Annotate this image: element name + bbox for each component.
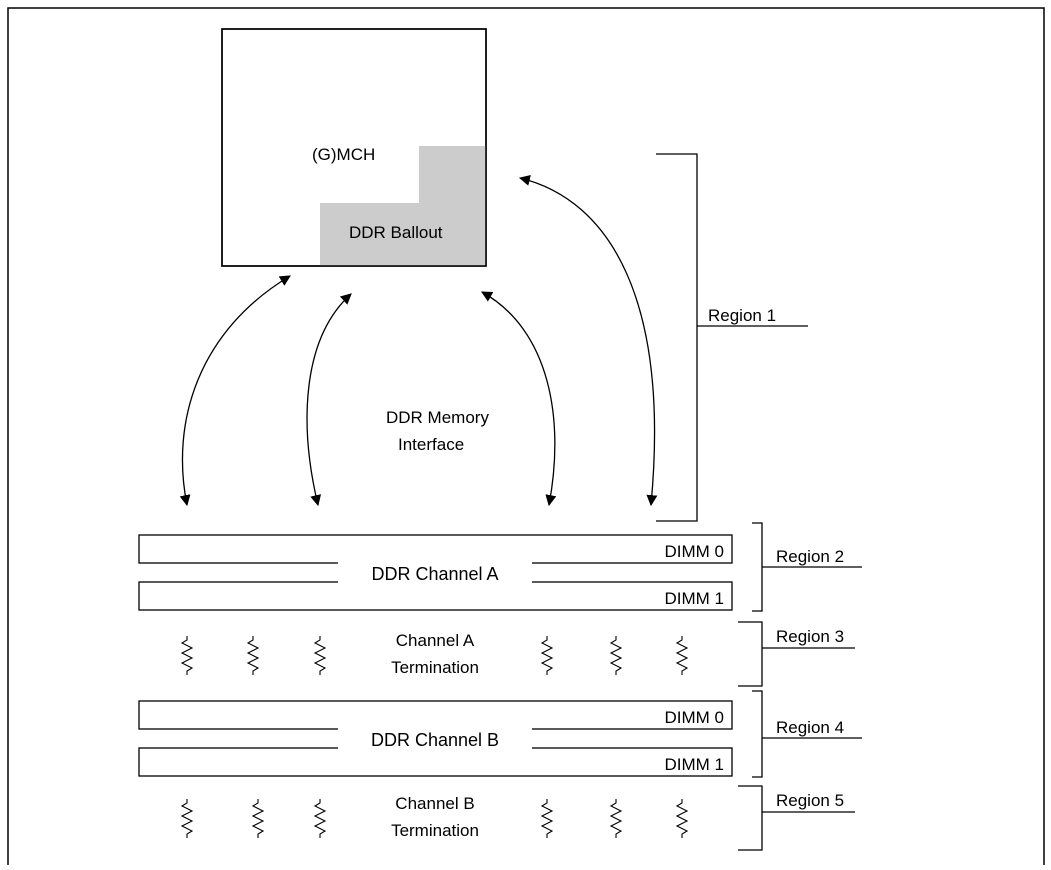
interface-arrow-4 — [518, 175, 658, 507]
region-4-label: Region 4 — [776, 718, 844, 737]
region-2-bracket — [752, 522, 763, 612]
channel-a-termination: Channel A Termination — [180, 631, 689, 677]
region-5-label: Region 5 — [776, 791, 844, 810]
channel-a-dimm0-slot — [138, 534, 733, 564]
channel-a-resistors — [180, 636, 689, 675]
interface-label-line1: DDR Memory — [386, 408, 489, 427]
channel-a-termination-line1: Channel A — [396, 631, 475, 650]
figure-border — [7, 7, 1045, 870]
channel-a-dimm1-slot — [138, 581, 733, 611]
channel-a-dimm1-label: DIMM 1 — [665, 589, 725, 608]
channel-b-label: DDR Channel B — [371, 730, 499, 750]
channel-a-dimm0-label: DIMM 0 — [665, 542, 725, 561]
channel-b-resistors — [180, 799, 689, 838]
channel-b-dimm1-label: DIMM 1 — [665, 755, 725, 774]
resistor-icon — [180, 799, 194, 838]
gmch-label: (G)MCH — [312, 145, 375, 164]
ddr-ballout-area — [320, 146, 486, 266]
region-brackets — [656, 153, 862, 851]
resistor-icon — [609, 799, 623, 838]
resistor-icon — [313, 636, 327, 675]
gmch-chip: (G)MCH DDR Ballout — [221, 28, 487, 267]
channel-b-termination-line1: Channel B — [395, 794, 474, 813]
ddr-channel-a: DDR Channel A DIMM 0 DIMM 1 — [138, 534, 733, 611]
ddr-channel-b: DDR Channel B DIMM 0 DIMM 1 — [138, 700, 733, 777]
resistor-icon — [540, 799, 554, 838]
resistor-icon — [540, 636, 554, 675]
channel-b-dimm1-slot — [138, 747, 733, 777]
channel-a-termination-line2: Termination — [391, 658, 479, 677]
resistor-icon — [251, 799, 265, 838]
resistor-icon — [675, 799, 689, 838]
resistor-icon — [246, 636, 260, 675]
region-2-label: Region 2 — [776, 547, 844, 566]
region-3-bracket — [738, 621, 763, 687]
interface-arrow-1 — [179, 275, 291, 507]
channel-a-label: DDR Channel A — [371, 564, 498, 584]
interface-label-line2: Interface — [398, 435, 464, 454]
resistor-icon — [180, 636, 194, 675]
channel-b-dimm0-label: DIMM 0 — [665, 708, 725, 727]
region-3-label: Region 3 — [776, 627, 844, 646]
interface-arrow-3 — [481, 291, 557, 507]
resistor-icon — [675, 636, 689, 675]
region-1-bracket — [656, 153, 698, 522]
resistor-icon — [313, 799, 327, 838]
region-1-label: Region 1 — [708, 306, 776, 325]
memory-interface-arrows — [179, 175, 658, 507]
resistor-icon — [609, 636, 623, 675]
ddr-ballout-label: DDR Ballout — [349, 223, 443, 242]
channel-b-termination: Channel B Termination — [180, 794, 689, 840]
interface-arrow-2 — [306, 293, 352, 507]
channel-b-termination-line2: Termination — [391, 821, 479, 840]
channel-b-dimm0-slot — [138, 700, 733, 730]
region-4-bracket — [752, 690, 763, 778]
region-5-bracket — [738, 785, 763, 851]
